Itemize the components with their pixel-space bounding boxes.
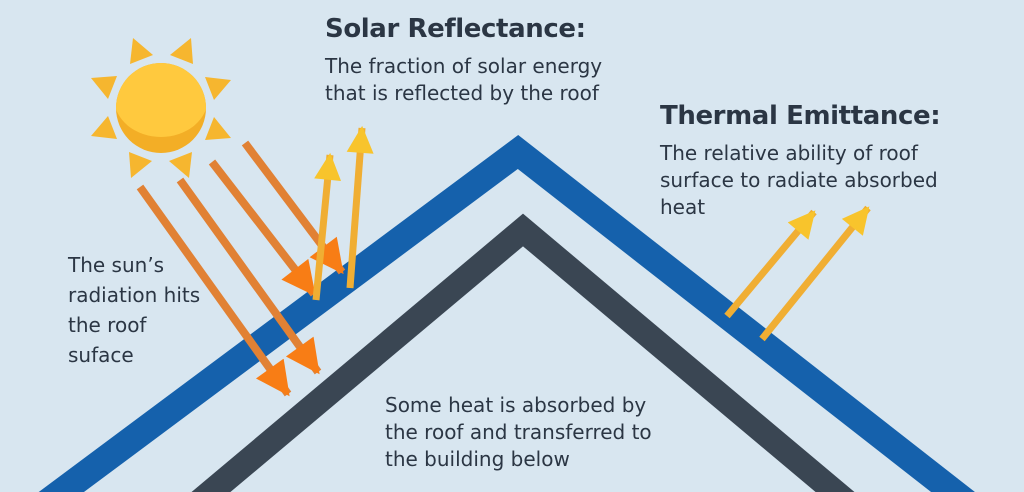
sun-radiation-arrow	[176, 177, 322, 375]
thermal-emittance-heading: Thermal Emittance:	[660, 101, 941, 131]
sun-radiation-note-line-4: suface	[68, 343, 134, 367]
sun-ray	[91, 76, 117, 99]
sun-ray	[91, 116, 117, 139]
sun-ray	[129, 152, 152, 178]
sun-icon	[91, 38, 231, 178]
sun-ray	[130, 38, 153, 64]
solar-reflectance-block: Solar Reflectance: The fraction of solar…	[325, 13, 602, 107]
sun-ray	[205, 117, 231, 140]
absorbed-heat-note: Some heat is absorbed by the roof and tr…	[385, 392, 652, 473]
sun-ray	[170, 38, 193, 64]
sun-ray	[169, 152, 192, 178]
sun-radiation-arrow	[241, 140, 346, 275]
sun-radiation-note: The sun’s radiation hits the roof suface	[68, 250, 200, 370]
emitted-heat-arrow	[724, 209, 817, 319]
sun-radiation-note-line-1: The sun’s	[68, 253, 165, 277]
thermal-emittance-description-line-1: The relative ability of roof	[660, 141, 918, 165]
thermal-emittance-description: The relative ability of roof surface to …	[660, 140, 940, 221]
roof-deck-layer	[191, 213, 855, 492]
thermal-emittance-description-line-3: heat	[660, 195, 706, 219]
reflected-energy-arrow	[312, 152, 342, 301]
emitted-heat-arrow	[759, 205, 871, 342]
sun-radiation-note-line-2: radiation hits	[68, 283, 201, 307]
sun-radiation-note-line-3: the roof	[68, 313, 147, 337]
sun-ray	[205, 77, 231, 100]
solar-reflectance-description: The fraction of solar energy that is ref…	[325, 53, 602, 107]
sun-radiation-arrow	[136, 184, 292, 397]
absorbed-heat-note-line-3: the building below	[385, 447, 570, 471]
absorbed-heat-note-line-1: Some heat is absorbed by	[385, 393, 647, 417]
solar-reflectance-description-line-2: that is reflected by the roof	[325, 81, 599, 105]
thermal-emittance-block: Thermal Emittance: The relative ability …	[660, 100, 941, 221]
thermal-emittance-description-line-2: surface to radiate absorbed	[660, 168, 938, 192]
sun-radiation-arrow	[208, 159, 318, 297]
solar-reflectance-heading: Solar Reflectance:	[325, 14, 586, 44]
roof-reflective-layer	[38, 135, 975, 492]
solar-reflectance-description-line-1: The fraction of solar energy	[325, 54, 603, 78]
reflected-energy-arrow	[346, 125, 374, 289]
absorbed-heat-note-line-2: the roof and transferred to	[385, 420, 652, 444]
